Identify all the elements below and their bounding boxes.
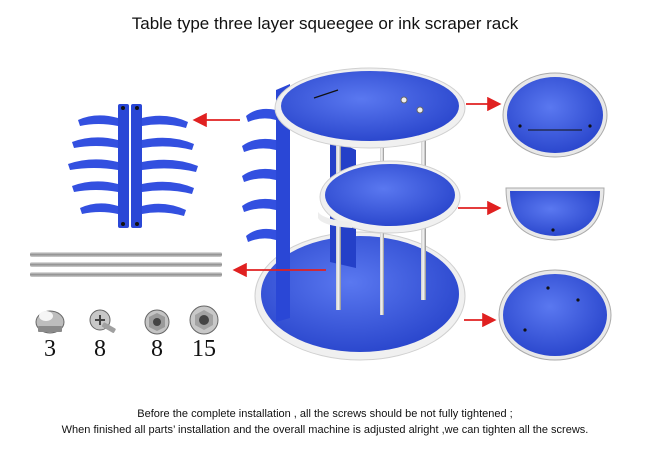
acorn-nut-count: 3 [44, 336, 56, 362]
serrated-flange-nut-count: 15 [192, 336, 216, 362]
assembled-rack [242, 67, 466, 361]
page-title: Table type three layer squeegee or ink s… [131, 14, 519, 33]
comb-panel-right [131, 104, 198, 228]
phillips-screw-count: 8 [94, 336, 106, 362]
flange-nut-icon [144, 309, 170, 335]
flange-nut-count: 8 [151, 336, 163, 362]
middle-tier-detail [505, 187, 605, 241]
installation-note-2: When finished all parts’ installation an… [61, 424, 589, 436]
serrated-flange-nut-icon [189, 305, 219, 335]
installation-note-1: Before the complete installation , all t… [137, 408, 513, 420]
comb-panels [68, 104, 198, 228]
pointer-arrows [192, 96, 502, 328]
phillips-screw-icon [89, 309, 116, 333]
threaded-rods [30, 252, 222, 277]
comb-panel-left [68, 104, 129, 228]
bottom-tier-detail [498, 269, 612, 361]
top-tier-detail [502, 72, 608, 158]
acorn-nut-icon [35, 310, 65, 334]
